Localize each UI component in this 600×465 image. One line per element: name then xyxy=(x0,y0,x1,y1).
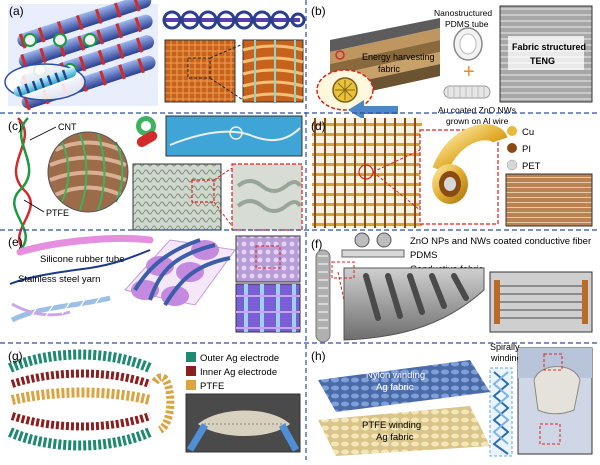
panel-h-nylon-fabric xyxy=(318,360,490,412)
panel-f-text-pdms: PDMS xyxy=(410,250,437,261)
panel-f-nanostructures xyxy=(341,232,405,258)
panel-e-steel-yarn xyxy=(9,249,151,285)
panel-c-label: (c) xyxy=(8,119,22,133)
panel-a-single-fiber xyxy=(13,67,77,97)
panel-c-knit-zoom xyxy=(231,163,303,231)
panel-c-knit-photo xyxy=(132,163,222,231)
panel-g-spiral-structure xyxy=(7,349,175,451)
panel-g-legend-ptfe: PTFE xyxy=(200,381,224,392)
panel-f-slab xyxy=(343,267,485,341)
panel-b-plus-sign: + xyxy=(463,61,475,83)
panel-b: Energy harvesting fabric Nanostructured … xyxy=(311,4,593,126)
panel-h-label: (h) xyxy=(311,349,326,363)
panel-e-braid xyxy=(10,293,111,323)
panel-c-tube-icon xyxy=(136,116,158,147)
panel-b-zno-wire xyxy=(443,85,491,99)
panel-f-text-zno: ZnO NPs and NWs coated conductive fiber xyxy=(410,236,591,247)
panel-e-silicone-tube xyxy=(16,235,154,256)
panel-h-text-nylon1: Nylon winding xyxy=(366,370,425,381)
panel-b-text-au1: Au coated ZnO NWs xyxy=(438,105,516,115)
panel-d: Cu PI PET (d) xyxy=(311,118,593,228)
panel-b-text-teng: TENG xyxy=(530,56,555,66)
panel-b-text-fabric: Fabric structured xyxy=(512,42,586,52)
panel-g-legend-inner: Inner Ag electrode xyxy=(200,367,277,378)
panel-e-knit-structure xyxy=(124,238,236,307)
panel-e-text-tube: Silicone rubber tube xyxy=(40,254,125,265)
panel-d-weave xyxy=(312,118,422,228)
panel-c-text-ptfe: PTFE xyxy=(46,208,69,218)
panel-f: ZnO NPs and NWs coated conductive fiber … xyxy=(311,232,593,343)
panel-g-legend-outer: Outer Ag electrode xyxy=(200,353,279,364)
panel-c: CNT PTFE (c) xyxy=(8,115,303,251)
panel-b-text-energy2: fabric xyxy=(378,64,401,74)
panel-h-text-ptfe2: Ag fabric xyxy=(376,432,414,443)
panel-d-fabric-photo xyxy=(505,173,593,227)
panel-d-gold-fiber xyxy=(432,124,508,174)
panel-b-text-nano: Nanostructured xyxy=(434,8,492,18)
panel-d-legend-swatch-pet xyxy=(506,159,518,171)
panel-b-text-pdms: PDMS tube xyxy=(445,19,489,29)
panel-g: Outer Ag electrode Inner Ag electrode PT… xyxy=(7,349,301,453)
panel-d-label: (d) xyxy=(311,119,326,133)
panel-g-label: (g) xyxy=(8,349,23,363)
panel-a-fabric-photo xyxy=(164,39,236,103)
panel-e-label: (e) xyxy=(8,235,23,249)
panel-e: Silicone rubber tube Stainless steel yar… xyxy=(8,235,301,333)
panel-a-zoom-box xyxy=(187,57,211,79)
panel-h-text-spiral1: Spirally xyxy=(490,342,520,352)
panel-c-cnt-fiber xyxy=(14,117,32,251)
panel-h-text-spiral2: winding xyxy=(490,353,522,363)
panel-a-ring-chain xyxy=(162,8,306,32)
panel-h-spiral-box xyxy=(489,367,513,457)
panel-b-text-au2: grown on Al wire xyxy=(446,116,509,126)
panel-a-zoom-lines xyxy=(209,43,244,101)
panel-c-photo-fiber xyxy=(165,115,303,157)
panel-b-arrow xyxy=(348,100,398,120)
panel-h: Nylon winding Ag fabric PTFE winding Ag … xyxy=(311,342,593,457)
panel-d-legend-swatch-cu xyxy=(507,126,517,136)
panel-g-legend-swatch-outer xyxy=(186,352,196,362)
panel-a: (a) xyxy=(4,0,306,111)
panel-d-legend-pet: PET xyxy=(522,161,541,172)
panel-c-ptfe-fiber xyxy=(13,117,31,251)
panel-b-photo-labelbox xyxy=(508,36,584,70)
panel-b-label: (b) xyxy=(311,4,326,18)
panel-g-legend-swatch-inner xyxy=(186,366,196,376)
panel-f-label: (f) xyxy=(311,237,322,251)
panel-a-label: (a) xyxy=(9,4,24,18)
panel-d-legend-swatch-pi xyxy=(507,143,517,153)
panel-c-text-cnt: CNT xyxy=(58,122,77,132)
panel-d-legend-pi: PI xyxy=(522,144,531,155)
panel-b-text-energy1: Energy harvesting xyxy=(362,52,435,62)
panel-h-text-ptfe1: PTFE winding xyxy=(362,420,421,431)
panel-d-legend-cu: Cu xyxy=(522,127,534,138)
panel-e-photo-top xyxy=(235,235,301,283)
panel-e-text-yarn: Stainless steel yarn xyxy=(18,274,100,285)
panel-h-text-nylon2: Ag fabric xyxy=(376,382,414,393)
panel-g-legend-swatch-ptfe xyxy=(186,380,196,390)
panel-b-fabric-stack xyxy=(330,18,440,100)
panel-h-ptfe-fabric xyxy=(318,406,490,456)
